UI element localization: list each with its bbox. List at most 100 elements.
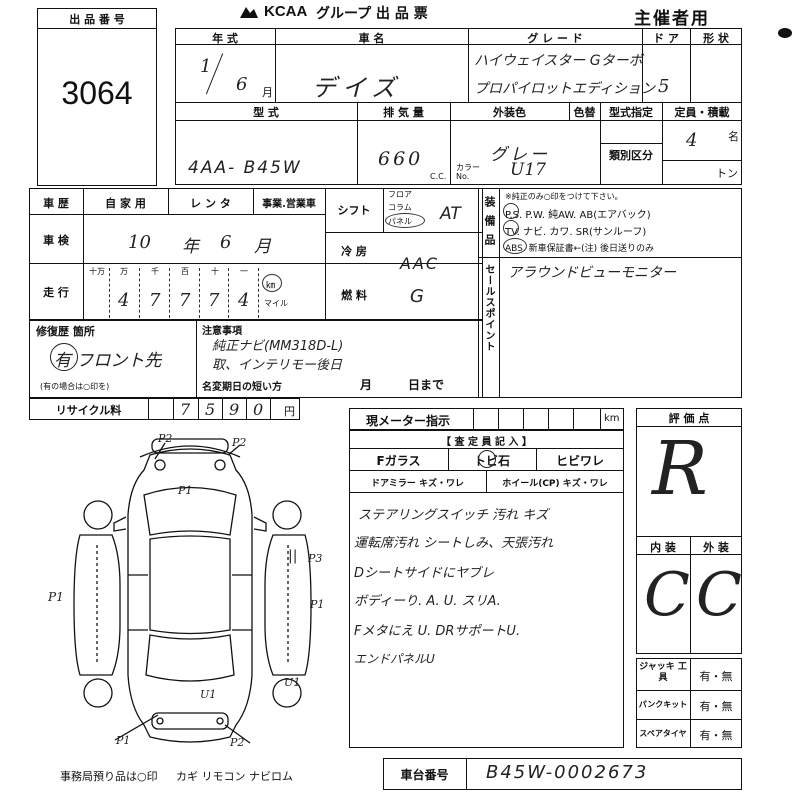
yen-unit: 円 [284, 405, 295, 418]
equipment-line1: P.S. P.W. 純AW. AB(エアバック) [505, 210, 651, 221]
windshield-label: Fガラス [376, 454, 421, 468]
interior-value: C [644, 560, 690, 630]
business-label: 事業.営業車 [262, 199, 316, 210]
equipment-line3: ABS. 新車保証書←(注) 後日送りのみ [505, 244, 655, 254]
mark-p2-front-left: P2 [158, 432, 173, 445]
color-value: グレー [490, 145, 550, 165]
month-value: 6 [236, 74, 248, 95]
inspector-note-6: エンドパネルU [354, 652, 435, 666]
grade-label: グ レ ー ド [527, 32, 583, 45]
chip-circle [478, 450, 496, 468]
inspection-label: 車 検 [43, 234, 69, 247]
exterior-color-label: 外装色 [493, 106, 526, 119]
exterior-label: 外 装 [703, 541, 729, 554]
puncture-kit-choice: 有・無 [699, 700, 733, 713]
mark-p1-hood: P1 [178, 484, 193, 497]
doors-label: ド ア [653, 32, 679, 45]
notice-line2: 取、インテリモー後日 [212, 358, 343, 373]
expiry-month: 月 [360, 378, 373, 392]
score-value: R [652, 426, 708, 512]
lot-number: 3064 [61, 75, 133, 111]
fuel-label: 燃 料 [341, 289, 367, 302]
digit-unit-1k: 千 [151, 267, 159, 276]
inspection-month-unit: 月 [254, 237, 271, 257]
column-label: コラム [388, 203, 412, 212]
spare-tire-label: スペアタイヤ [639, 729, 687, 738]
capacity-unit: 名 [728, 130, 739, 143]
model-label: 型 式 [253, 106, 279, 119]
corner-mark [778, 28, 792, 38]
equip-circle-ps [503, 203, 519, 219]
spare-tire-choice: 有・無 [699, 729, 733, 742]
color-no-label: カラー No. [456, 163, 480, 181]
color-change-label: 色替 [573, 106, 596, 119]
repair-circle [50, 343, 78, 371]
crack-label: ヒビワレ [555, 454, 604, 468]
fuel-value: G [410, 286, 424, 307]
inspection-year: 10 [128, 232, 151, 253]
repair-value: 有 フロント先 [54, 351, 162, 371]
inspector-note-3: Dシートサイドにヤブレ [354, 566, 495, 581]
month-unit: 月 [262, 86, 273, 99]
recycle-digit-3: 5 [205, 400, 216, 419]
repair-label: 修復歴 箇所 [36, 325, 95, 338]
inspection-year-unit: 年 [182, 237, 199, 257]
model-value: 4AA- B45W [188, 158, 302, 178]
shape-label: 形 状 [703, 32, 729, 45]
mark-double-bar: || [288, 548, 298, 564]
car-name-label: 車 名 [358, 32, 385, 45]
puncture-kit-label: パンクキット [638, 700, 688, 709]
shift-value: AT [440, 204, 461, 224]
inspector-note-5: Fメタにえ U. DRサポートU. [354, 624, 521, 639]
chassis-label: 車台番号 [400, 768, 449, 782]
inspector-frame [349, 430, 624, 748]
car-diagram [40, 425, 345, 760]
cc-unit: C.C. [430, 172, 447, 181]
inspection-month: 6 [220, 232, 232, 253]
office-items: カギ リモコン ナビロム [176, 770, 293, 783]
jack-label: ジャッキ 工 具 [639, 662, 687, 683]
recycle-digit-5: 0 [253, 400, 264, 419]
mileage-digit-5: 4 [238, 290, 250, 311]
mark-p2-front-right: P2 [232, 436, 247, 449]
color-no-value: U17 [510, 160, 546, 180]
history-frame [29, 188, 483, 320]
digit-unit-100: 百 [181, 267, 189, 276]
mile-label: マイル [264, 299, 288, 308]
jack-choice: 有・無 [699, 670, 733, 683]
car-name-value: デイズ [312, 74, 402, 102]
inspector-header: 【 査 定 員 記 入 】 [441, 437, 532, 448]
main-form-frame [175, 28, 742, 185]
meter-label: 現メーター指示 [366, 414, 451, 428]
ac-label: 冷 房 [341, 245, 367, 258]
notice-line1: 純正ナビ(MM318D-L) [212, 339, 344, 354]
repair-note: (有の場合は○印を) [40, 382, 110, 391]
repair-frame [29, 320, 483, 398]
model-designation-label: 型式指定 [609, 106, 653, 119]
floor-label: フロア [388, 190, 412, 199]
equip-circle-abs [503, 238, 527, 254]
ac-value: AAC [400, 254, 440, 273]
sales-point-label: セールスポイント [483, 264, 494, 352]
form-title: グループ 出 品 票 [316, 6, 428, 22]
inspector-note-4: ボディーり. A. U. スリA. [354, 594, 501, 609]
history-label: 車 歴 [43, 197, 69, 210]
grade-line2: プロパイロットエディション [474, 81, 656, 97]
equipment-note: ※純正のみ○印をつけて下さい。 [505, 192, 623, 201]
chassis-frame [383, 758, 742, 790]
mark-p1-bottom: P1 [116, 734, 131, 747]
score-label: 評 価 点 [668, 412, 710, 425]
panel-circle [385, 213, 425, 228]
capacity-value: 4 [686, 130, 698, 151]
lot-number-label: 出 品 番 号 [69, 13, 125, 26]
mark-u1-right: U1 [284, 676, 301, 689]
year-value: 1 [200, 56, 212, 77]
equipment-label: 装 備 品 [483, 196, 496, 247]
digit-unit-10: 十 [211, 267, 219, 276]
lot-number-box [37, 8, 157, 186]
office-note: 事務局預り品は○印 [60, 770, 158, 783]
capacity-label: 定員・積載 [674, 106, 730, 119]
organizer-label: 主催者用 [634, 9, 710, 29]
mark-p1-left: P1 [48, 590, 64, 604]
wheel-label: ホイール(CP) キズ・ワレ [502, 479, 608, 489]
